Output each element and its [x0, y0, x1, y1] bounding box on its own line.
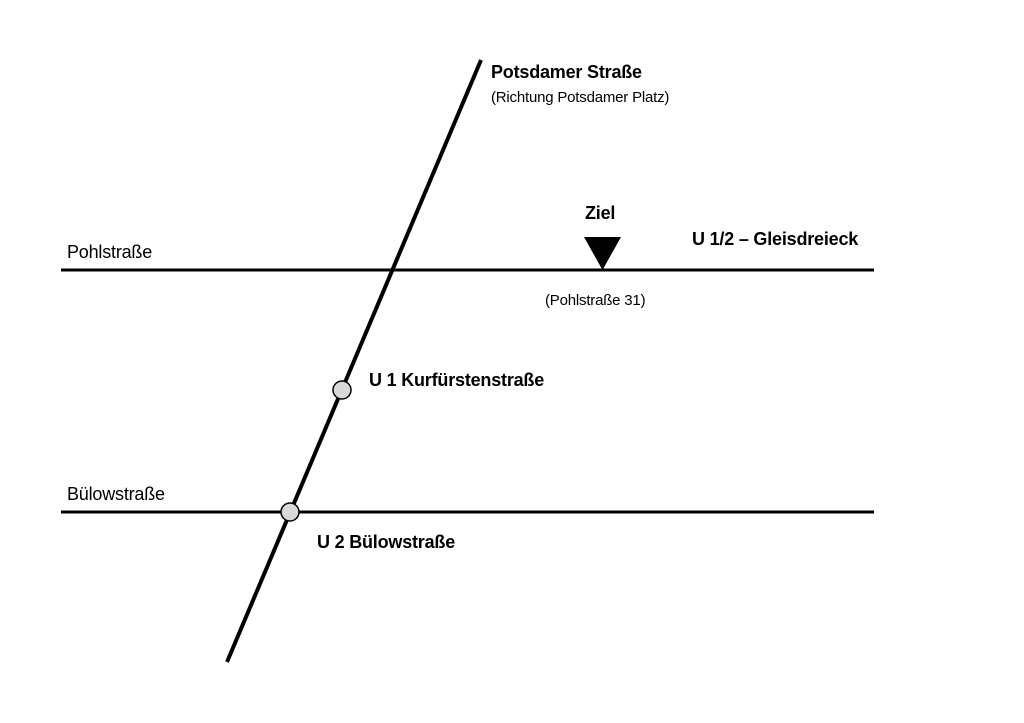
u1-kurfuerstenstrasse-station-marker	[332, 380, 352, 400]
destination-marker-icon	[584, 237, 621, 270]
potsdamer-strasse-label: Potsdamer Straße	[491, 62, 642, 82]
potsdamer-strasse-direction-note: (Richtung Potsdamer Platz)	[491, 89, 670, 106]
buelowstrasse-label: Bülowstraße	[67, 484, 165, 504]
destination-label: Ziel	[585, 203, 616, 223]
destination-address: (Pohlstraße 31)	[545, 292, 646, 309]
pohlstrasse-label: Pohlstraße	[67, 242, 153, 262]
gleisdreieck-station-label: U 1/2 – Gleisdreieck	[692, 229, 859, 249]
u2-buelowstrasse-station-marker	[280, 502, 300, 522]
u2-buelowstrasse-label: U 2 Bülowstraße	[317, 532, 456, 552]
potsdamer-strasse-line	[225, 59, 483, 663]
u1-kurfuerstenstrasse-label: U 1 Kurfürstenstraße	[369, 370, 545, 390]
